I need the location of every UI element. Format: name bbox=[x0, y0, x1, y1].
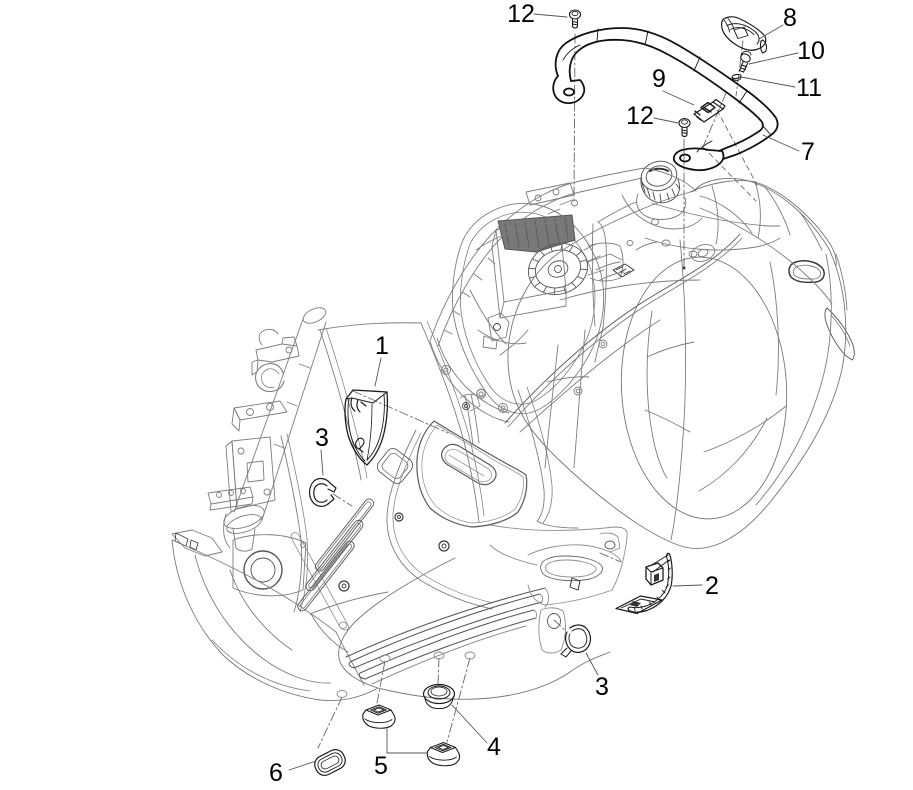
svg-text:2: 2 bbox=[705, 572, 719, 600]
svg-text:12: 12 bbox=[626, 102, 654, 130]
svg-text:4: 4 bbox=[487, 733, 501, 761]
svg-text:7: 7 bbox=[801, 138, 815, 166]
svg-text:8: 8 bbox=[783, 4, 797, 32]
svg-text:10: 10 bbox=[797, 37, 825, 65]
svg-text:5: 5 bbox=[374, 752, 388, 780]
svg-text:3: 3 bbox=[595, 673, 609, 701]
svg-text:6: 6 bbox=[269, 759, 283, 787]
svg-text:12: 12 bbox=[507, 0, 535, 28]
svg-text:1: 1 bbox=[375, 332, 389, 360]
svg-text:9: 9 bbox=[652, 65, 666, 93]
svg-text:11: 11 bbox=[796, 74, 822, 102]
svg-text:3: 3 bbox=[315, 424, 329, 452]
